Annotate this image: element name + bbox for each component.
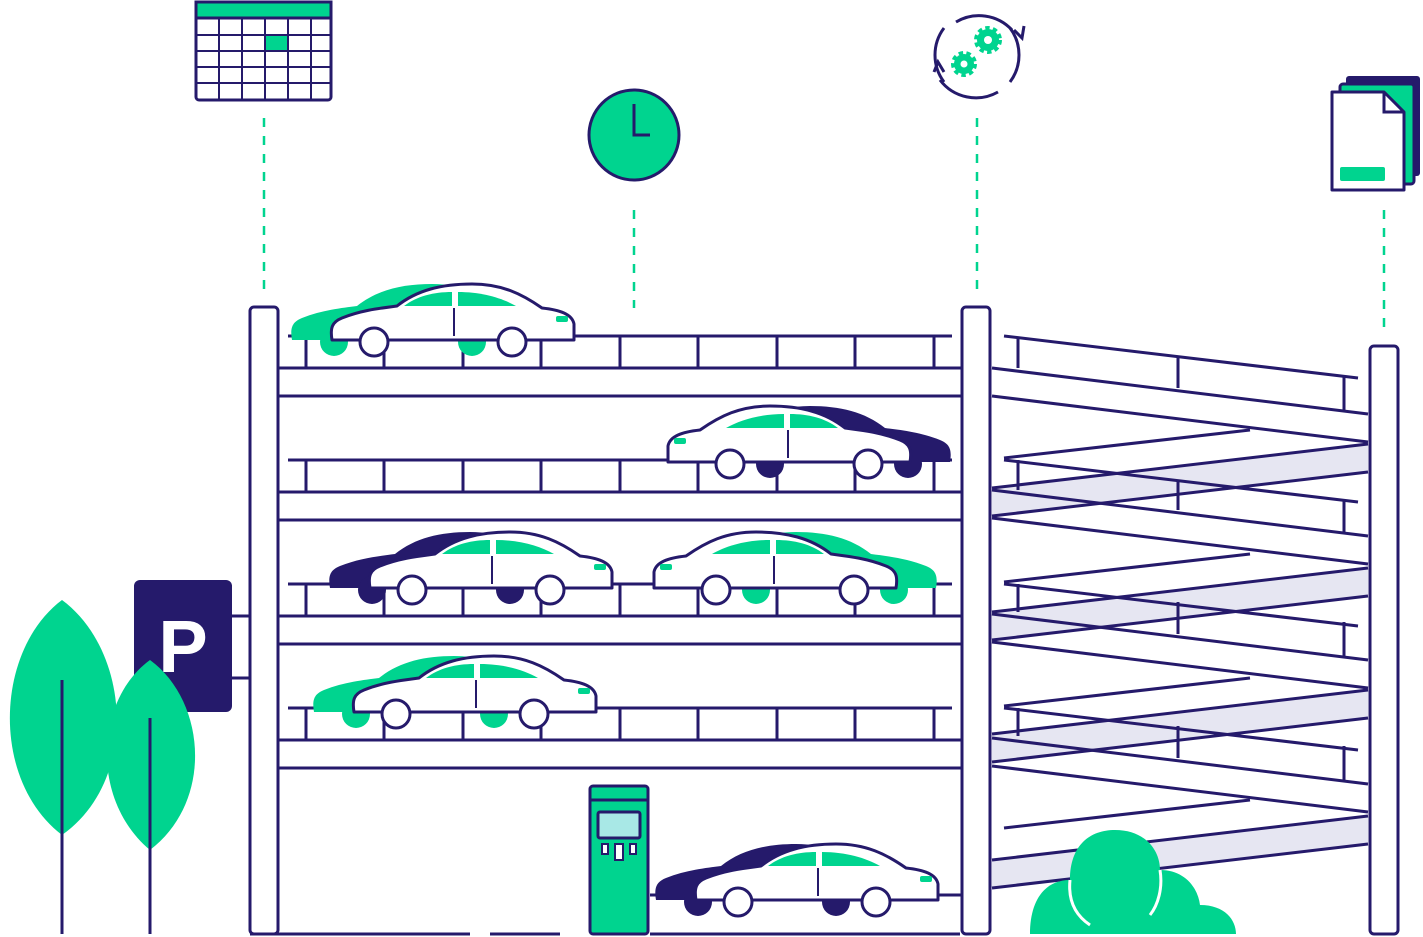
- car-wheel: [852, 448, 884, 480]
- documents-icon: [1330, 76, 1420, 192]
- parking-sign-letter: P: [158, 605, 207, 688]
- car-window: [458, 292, 516, 306]
- car-wheel: [722, 886, 754, 918]
- car-wheel: [860, 886, 892, 918]
- connector-lines: [262, 118, 1386, 332]
- car-window: [776, 540, 824, 554]
- car-window: [790, 414, 838, 428]
- car-body: [693, 842, 940, 902]
- car-icon: [329, 530, 614, 606]
- car-body: [666, 404, 913, 464]
- car-wheel: [380, 698, 412, 730]
- car-icon: [291, 282, 576, 358]
- car-icon: [652, 530, 937, 606]
- car-body: [329, 282, 576, 342]
- cars: [291, 282, 951, 918]
- car-wheel: [496, 326, 528, 358]
- ramp-structure: [991, 334, 1400, 936]
- car-window: [442, 540, 490, 554]
- car-body: [351, 654, 598, 714]
- garage-building: [248, 305, 992, 936]
- car-wheel: [518, 698, 550, 730]
- car-wheel: [396, 574, 428, 606]
- car-wheel: [714, 448, 746, 480]
- bush-icon: [1030, 830, 1236, 934]
- clock-icon: [587, 88, 681, 182]
- car-wheel: [358, 326, 390, 358]
- car-icon: [666, 404, 951, 480]
- car-window: [768, 852, 816, 866]
- car-body: [652, 530, 899, 590]
- car-window: [426, 664, 474, 678]
- car-body: [367, 530, 614, 590]
- tree-icon: [9, 600, 196, 934]
- car-window: [822, 852, 880, 866]
- car-icon: [655, 842, 940, 918]
- car-window: [712, 540, 770, 554]
- car-wheel: [700, 574, 732, 606]
- car-wheel: [838, 574, 870, 606]
- car-icon: [313, 654, 598, 730]
- calendar-icon: [194, 0, 333, 102]
- pay-station: [588, 784, 650, 936]
- sync-gears-icon: [932, 14, 1026, 100]
- car-window: [480, 664, 538, 678]
- car-window: [404, 292, 452, 306]
- car-wheel: [534, 574, 566, 606]
- car-window: [726, 414, 784, 428]
- car-window: [496, 540, 554, 554]
